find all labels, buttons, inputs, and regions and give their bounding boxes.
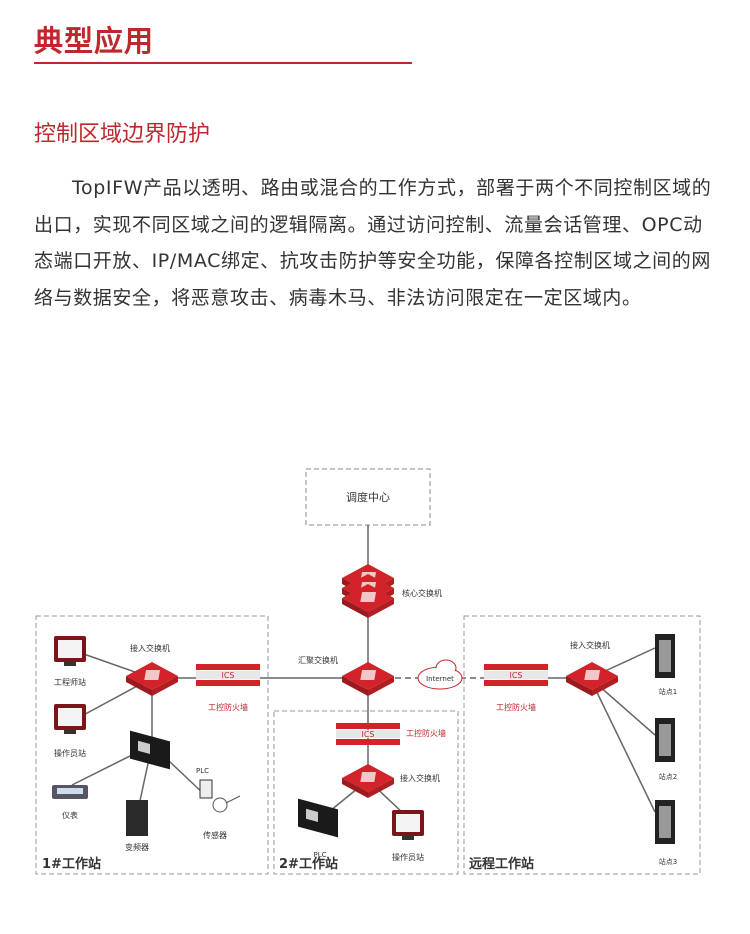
network-diagram: 调度中心 核心交换机 汇聚交换机 Internet 接入交换 (35, 468, 701, 875)
zone3-ics-label: ICS (509, 671, 522, 680)
sensor-icon (199, 779, 241, 813)
zone3-title: 远程工作站 (469, 856, 534, 872)
internet-cloud-icon (417, 659, 463, 690)
zone1-operator-station-icon (54, 704, 86, 734)
site1-label: 站点1 (659, 687, 677, 696)
dispatch-center-label: 调度中心 (346, 490, 390, 504)
description-paragraph: TopIFW产品以透明、路由或混合的工作方式，部署于两个不同控制区域的出口，实现… (34, 177, 712, 309)
aggregation-switch-label: 汇聚交换机 (298, 655, 338, 665)
zone1-plc-label: PLC (196, 767, 209, 775)
heading-divider (34, 62, 412, 64)
engineer-station-icon (54, 636, 86, 666)
core-switch-icon (342, 564, 394, 618)
meter-icon (52, 785, 88, 799)
zone1-box (35, 615, 269, 875)
zone2-title: 2#工作站 (279, 856, 338, 872)
zone3-access-switch-icon (566, 662, 618, 696)
zone2-box (273, 710, 459, 875)
site3-rack-icon (655, 800, 675, 844)
site2-label: 站点2 (659, 772, 677, 781)
zone2-operator-station-icon (392, 810, 424, 840)
zone2-plc-label: PLC (313, 851, 326, 859)
zone2-access-switch-icon (342, 764, 394, 798)
core-switch-label: 核心交换机 (402, 588, 442, 598)
zone2-plc-controller-icon (298, 798, 338, 838)
zone1-access-switch-label: 接入交换机 (130, 643, 170, 653)
internet-label: Internet (426, 675, 454, 683)
site3-label: 站点3 (659, 857, 677, 866)
zone1-access-switch-icon (126, 662, 178, 696)
section-heading: 典型应用 (34, 24, 155, 58)
site1-rack-icon (655, 634, 675, 678)
zone2-operator-station-label: 操作员站 (392, 852, 424, 862)
sensor-label: 传感器 (203, 830, 227, 840)
zone3-firewall-label: 工控防火墙 (496, 702, 536, 712)
zone3-box (463, 615, 701, 875)
engineer-station-label: 工程师站 (54, 677, 86, 687)
zone2-ics-label: ICS (361, 730, 374, 739)
zone1-firewall-label: 工控防火墙 (208, 702, 248, 712)
zone1-plc-controller-icon (130, 730, 170, 770)
zone1-ics-label: ICS (221, 671, 234, 680)
meter-label: 仪表 (62, 810, 78, 820)
site2-rack-icon (655, 718, 675, 762)
inverter-icon (126, 800, 148, 836)
inverter-label: 变频器 (125, 842, 149, 852)
zone2-firewall-label: 工控防火墙 (406, 728, 446, 738)
zone1-title: 1#工作站 (42, 856, 101, 872)
zone3-access-switch-label: 接入交换机 (570, 640, 610, 650)
zone2-access-switch-label: 接入交换机 (400, 773, 440, 783)
zone1-operator-station-label: 操作员站 (54, 748, 86, 758)
subsection-heading: 控制区域边界防护 (34, 122, 211, 147)
aggregation-switch-icon (342, 662, 394, 696)
